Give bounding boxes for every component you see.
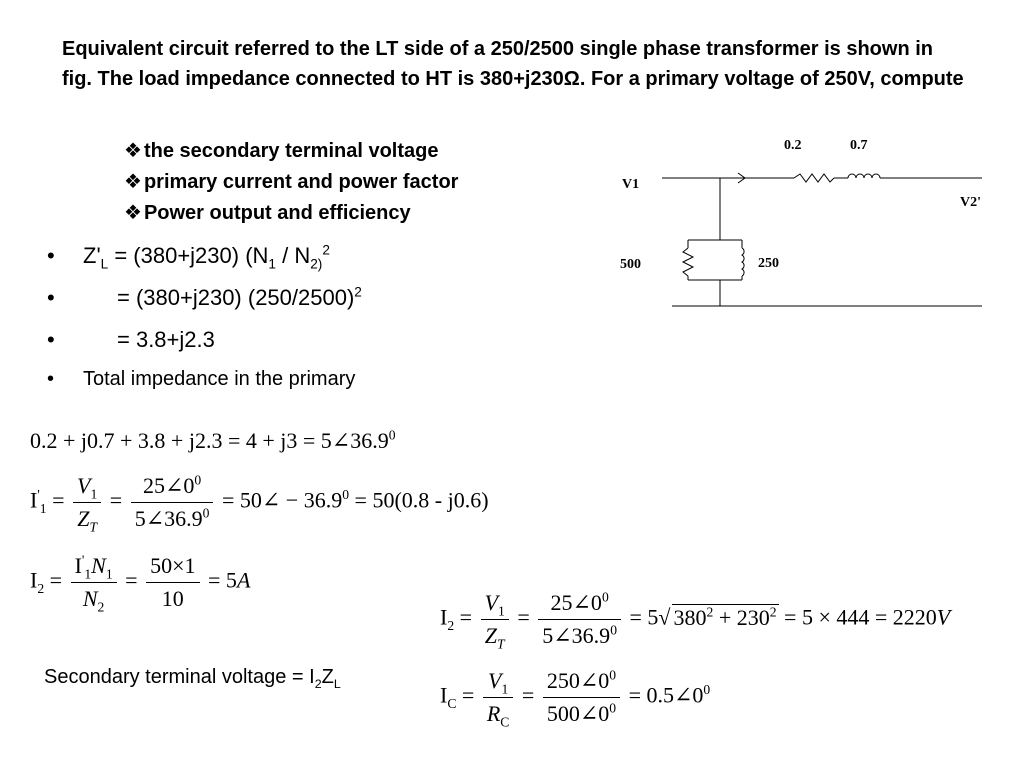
series-resistor xyxy=(793,173,835,183)
compute-item-text: primary current and power factor xyxy=(143,171,459,193)
shunt-reactance-label: 250 xyxy=(758,256,779,271)
problem-statement: Equivalent circuit referred to the LT si… xyxy=(62,38,964,90)
diamond-bullet-icon: ❖ xyxy=(124,140,142,162)
load-impedance-step: = (380+j230) (250/2500)2 xyxy=(117,284,362,310)
total-impedance-equation: 0.2 + j0.7 + 3.8 + j2.3 = 4 + j3 = 5∠36.… xyxy=(30,427,396,453)
bullet-dot: • xyxy=(47,243,55,268)
load-impedance-formula: Z'L = (380+j230) (N1 / N2)2 xyxy=(83,242,330,272)
diamond-bullet-icon: ❖ xyxy=(124,202,142,224)
total-impedance-label: Total impedance in the primary xyxy=(83,368,356,390)
v2-label: V2' xyxy=(960,195,981,210)
bullet-dot: • xyxy=(47,368,55,390)
shunt-resistor xyxy=(681,247,695,277)
bullet-dot: • xyxy=(47,285,55,310)
compute-item: ❖the secondary terminal voltage xyxy=(124,136,458,167)
load-impedance-result: = 3.8+j2.3 xyxy=(117,327,215,352)
series-reactance-label: 0.7 xyxy=(850,138,868,153)
compute-item: ❖primary current and power factor xyxy=(124,167,458,198)
compute-item-text: the secondary terminal voltage xyxy=(143,140,439,162)
bullet-dot: • xyxy=(47,327,55,352)
compute-item: ❖Power output and efficiency xyxy=(124,198,458,229)
series-resistance-label: 0.2 xyxy=(784,138,802,153)
shunt-inductor xyxy=(740,247,745,277)
series-inductor xyxy=(847,173,881,179)
diamond-bullet-icon: ❖ xyxy=(124,171,142,193)
v1-label: V1 xyxy=(622,177,639,192)
current-arrow xyxy=(737,172,746,184)
secondary-terminal-voltage-label: Secondary terminal voltage = I2ZL xyxy=(44,666,341,691)
equivalent-circuit-diagram: 0.2 0.7 V1 V2' 500 250 xyxy=(620,138,982,307)
compute-item-text: Power output and efficiency xyxy=(143,202,411,224)
compute-list: ❖the secondary terminal voltage ❖primary… xyxy=(124,136,458,229)
shunt-resistance-label: 500 xyxy=(620,257,641,272)
